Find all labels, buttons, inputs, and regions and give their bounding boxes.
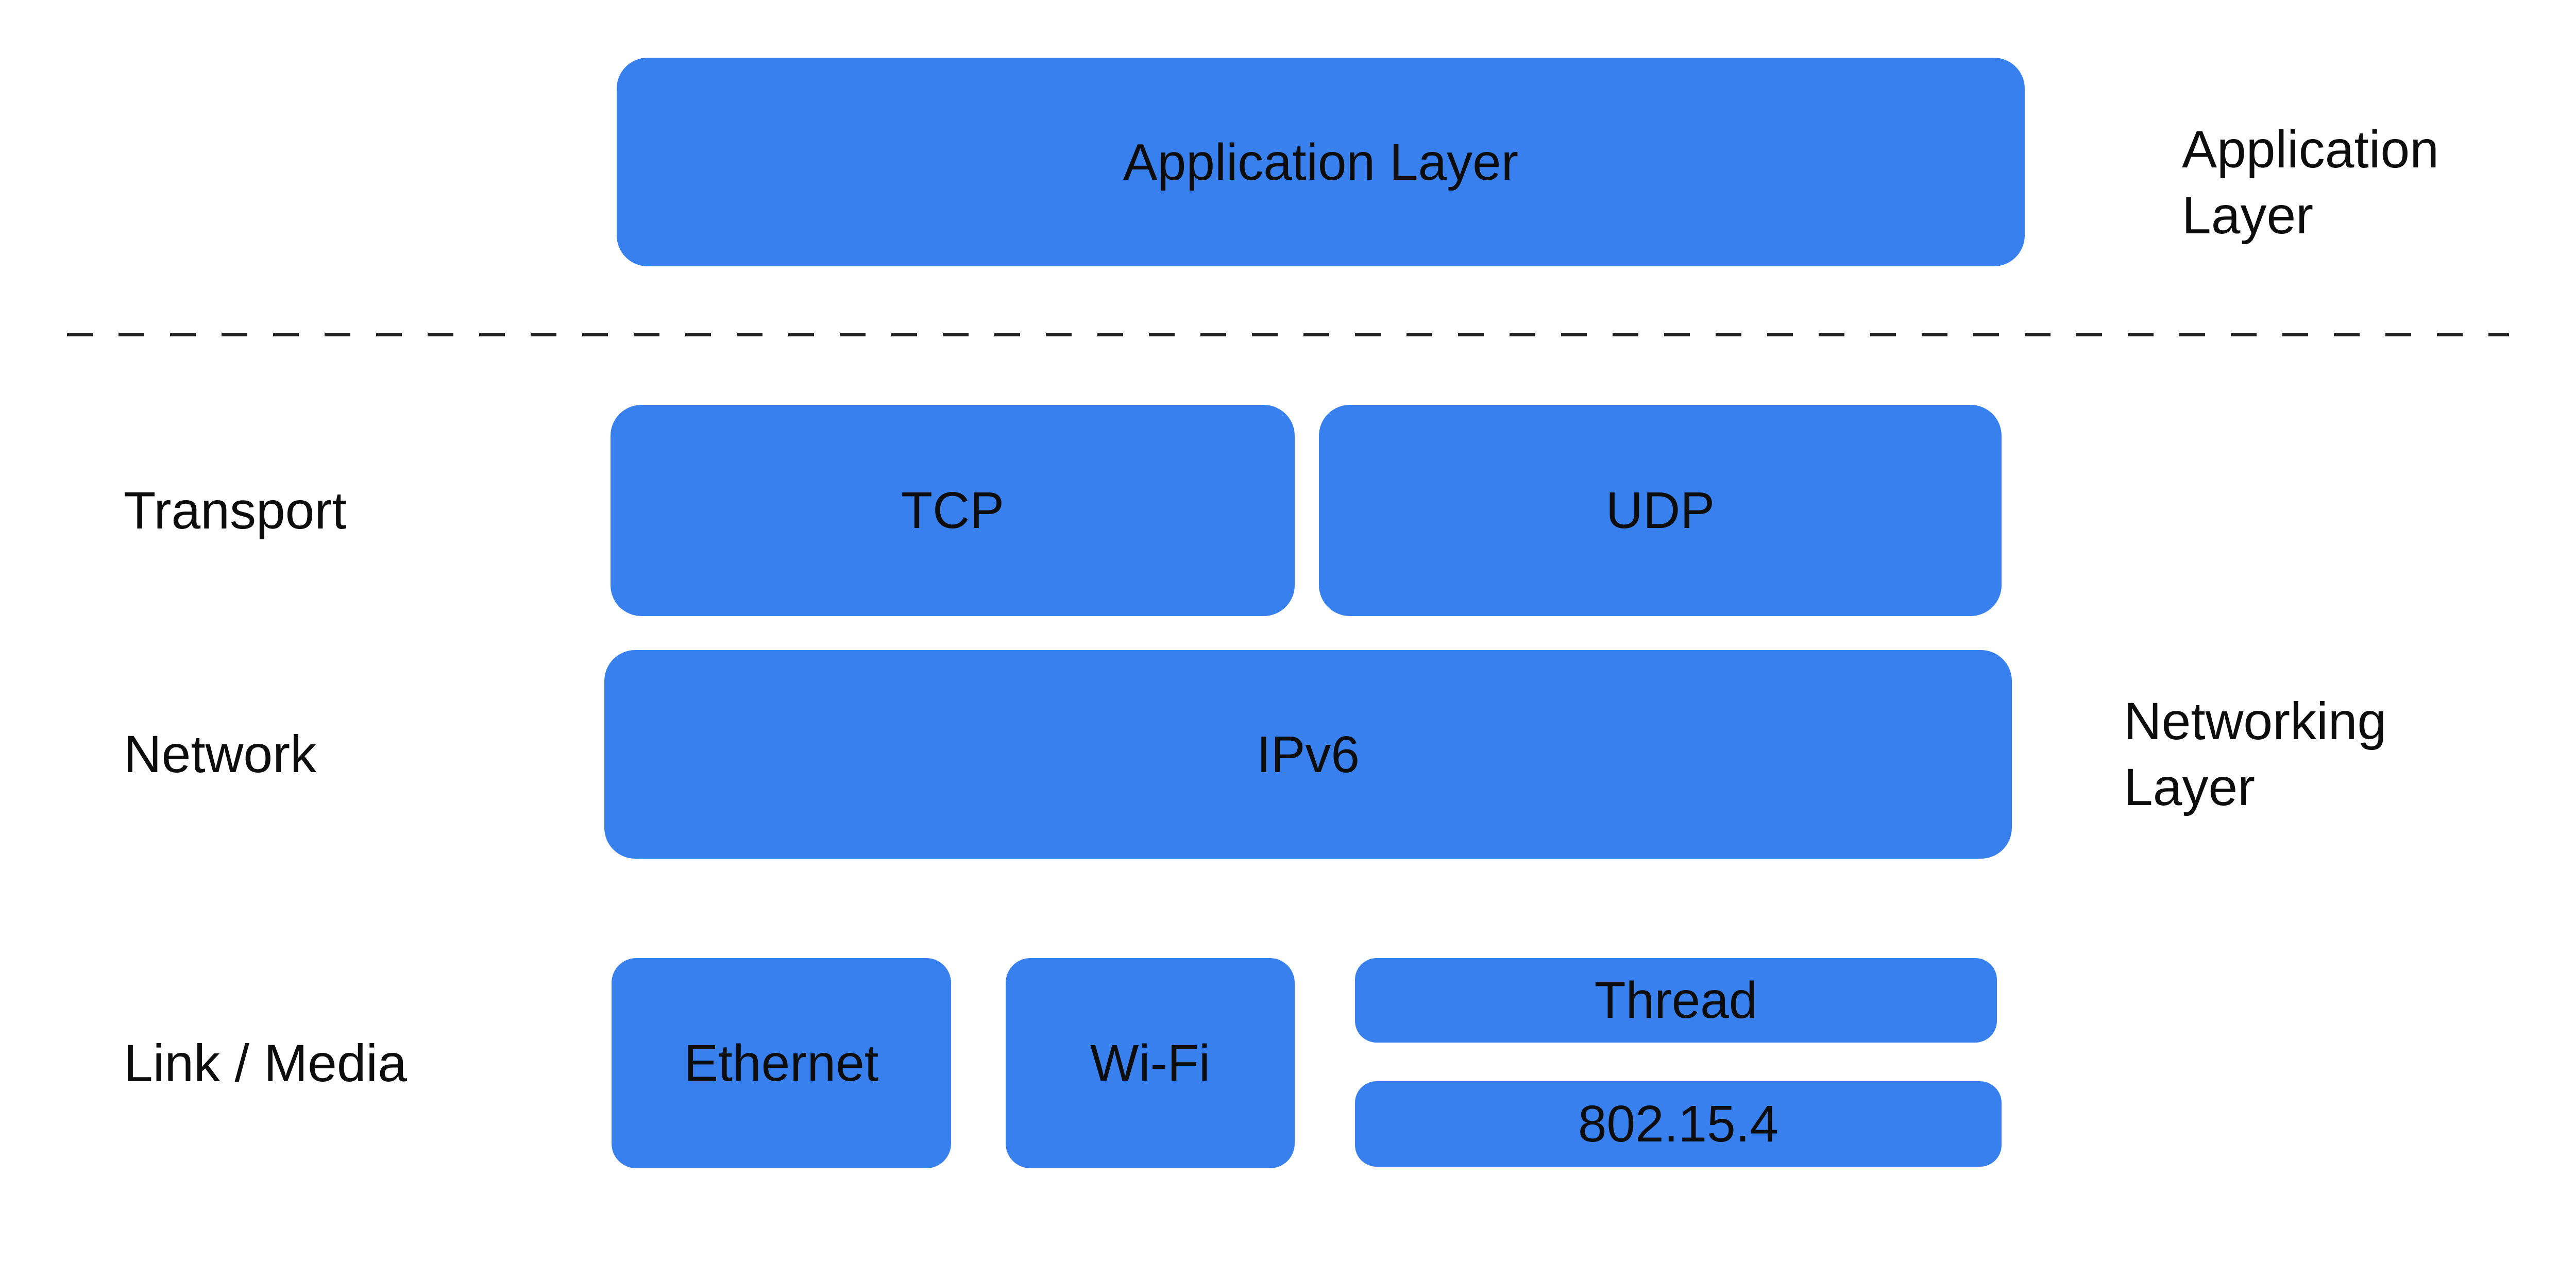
link-media-row-label: Link / Media — [124, 1033, 407, 1093]
ethernet-box: Ethernet — [612, 958, 951, 1168]
wifi-box: Wi-Fi — [1006, 958, 1295, 1168]
ieee-802-15-4-box: 802.15.4 — [1355, 1081, 2002, 1167]
ipv6-box: IPv6 — [604, 650, 2012, 859]
application-layer-side-label: Application Layer — [2182, 120, 2439, 245]
thread-box: Thread — [1355, 958, 1997, 1043]
transport-row-label: Transport — [124, 481, 347, 540]
tcp-box: TCP — [611, 405, 1295, 616]
network-row-label: Network — [124, 725, 317, 783]
networking-layer-side-label: Networking Layer — [2124, 692, 2387, 816]
application-layer-box: Application Layer — [617, 58, 2025, 266]
udp-box: UDP — [1319, 405, 2002, 616]
